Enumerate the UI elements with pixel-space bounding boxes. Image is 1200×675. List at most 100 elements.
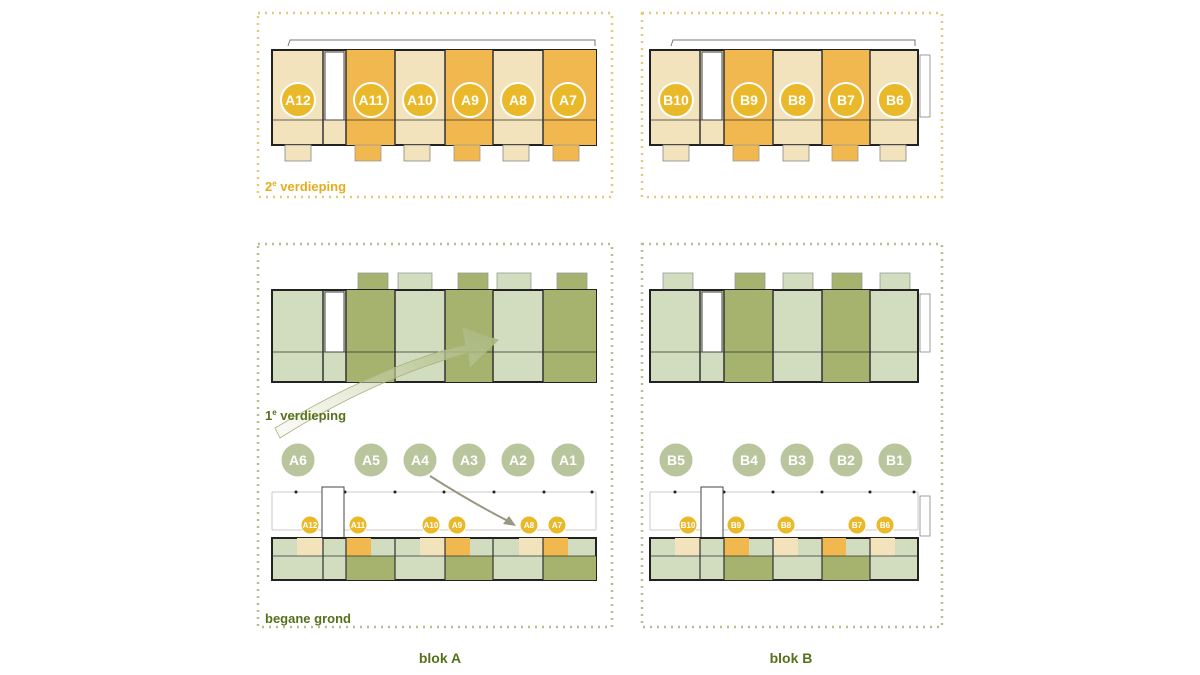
frame-lower-floors-block-b	[640, 242, 944, 629]
unit-badge-circle	[547, 515, 567, 535]
unit-badge-circle	[875, 515, 895, 535]
unit-badge-first-b-b5: B5	[658, 442, 694, 478]
unit-badge-first-a-a4: A4	[402, 442, 438, 478]
plan-1st-floor-block-a	[271, 272, 597, 383]
label-2nd-floor: 2e verdieping	[265, 179, 346, 194]
unit-badge-ground-a-a7: A7	[547, 515, 567, 535]
unit-badge-first-b-b3: B3	[779, 442, 815, 478]
unit-badge-first-a-a6: A6	[280, 442, 316, 478]
unit-badge-second-b-b7: B7	[828, 82, 864, 118]
unit-badge-circle	[779, 442, 815, 478]
unit-badge-ground-b-b7: B7	[847, 515, 867, 535]
unit-badge-circle	[500, 442, 536, 478]
unit-badge-circle	[550, 82, 586, 118]
unit-badge-label: B10	[681, 521, 696, 530]
unit-badge-label: A1	[559, 452, 577, 468]
unit-badge-circle	[779, 82, 815, 118]
unit-badge-circle	[678, 515, 698, 535]
unit-badge-label: A3	[460, 452, 478, 468]
unit-badge-label: B8	[788, 92, 806, 108]
unit-badge-label: A8	[509, 92, 527, 108]
unit-badge-circle	[519, 515, 539, 535]
unit-badge-circle	[731, 82, 767, 118]
unit-badge-circle	[877, 442, 913, 478]
unit-badge-label: B7	[852, 521, 863, 530]
unit-badge-label: A6	[289, 452, 307, 468]
unit-badge-circle	[402, 82, 438, 118]
unit-badge-circle	[776, 515, 796, 535]
unit-badge-label: A10	[407, 92, 433, 108]
unit-badge-ground-b-b8: B8	[776, 515, 796, 535]
unit-badge-label: A2	[509, 452, 527, 468]
label-block-b: blok B	[770, 650, 813, 666]
unit-badge-second-a-a8: A8	[500, 82, 536, 118]
unit-badge-label: B6	[886, 92, 904, 108]
unit-badge-label: B1	[886, 452, 904, 468]
unit-badge-first-a-a5: A5	[353, 442, 389, 478]
frame-2nd-floor-block-b	[640, 11, 944, 199]
unit-badge-second-a-a9: A9	[452, 82, 488, 118]
unit-badge-first-a-a3: A3	[451, 442, 487, 478]
unit-badge-circle	[550, 442, 586, 478]
unit-badge-first-a-a2: A2	[500, 442, 536, 478]
unit-badge-second-b-b8: B8	[779, 82, 815, 118]
unit-badge-label: A4	[411, 452, 429, 468]
label-1st-floor: 1e verdieping	[265, 408, 346, 423]
unit-badge-label: A9	[461, 92, 479, 108]
unit-badge-ground-a-a9: A9	[447, 515, 467, 535]
unit-badge-circle	[353, 442, 389, 478]
label-block-a: blok A	[419, 650, 461, 666]
unit-badge-circle	[452, 82, 488, 118]
unit-badge-circle	[348, 515, 368, 535]
unit-badge-circle	[447, 515, 467, 535]
unit-badge-second-a-a11: A11	[353, 82, 389, 118]
unit-badge-ground-a-a10: A10	[421, 515, 441, 535]
unit-badge-label: A10	[424, 521, 439, 530]
unit-badge-label: A11	[359, 92, 384, 108]
unit-badge-first-b-b1: B1	[877, 442, 913, 478]
label-ground-floor: begane grond	[265, 611, 351, 626]
unit-badge-circle	[421, 515, 441, 535]
unit-badge-circle	[300, 515, 320, 535]
unit-badge-second-b-b6: B6	[877, 82, 913, 118]
unit-badge-label: B10	[663, 92, 689, 108]
unit-badge-ground-b-b9: B9	[726, 515, 746, 535]
unit-badge-label: B9	[740, 92, 758, 108]
small-arrow-icon	[429, 475, 516, 526]
unit-badge-circle	[402, 442, 438, 478]
unit-badge-label: B9	[731, 521, 742, 530]
unit-badge-second-a-a10: A10	[402, 82, 438, 118]
unit-badge-ground-a-a12: A12	[300, 515, 320, 535]
unit-badge-label: A5	[362, 452, 380, 468]
unit-badge-second-a-a7: A7	[550, 82, 586, 118]
unit-badge-circle	[731, 442, 767, 478]
unit-badge-second-b-b10: B10	[658, 82, 694, 118]
unit-badge-second-b-b9: B9	[731, 82, 767, 118]
unit-badge-circle	[847, 515, 867, 535]
unit-badge-ground-a-a8: A8	[519, 515, 539, 535]
unit-badge-label: B5	[667, 452, 685, 468]
unit-badge-label: B3	[788, 452, 806, 468]
unit-badge-label: A7	[559, 92, 577, 108]
frame-2nd-floor-block-a	[256, 11, 614, 199]
unit-badge-circle	[280, 442, 316, 478]
unit-badge-circle	[658, 82, 694, 118]
unit-badge-label: A11	[351, 521, 366, 530]
frame-lower-floors-block-a	[256, 242, 614, 629]
unit-badge-second-a-a12: A12	[280, 82, 316, 118]
unit-badge-label: B8	[781, 521, 792, 530]
unit-badge-label: A9	[452, 521, 463, 530]
unit-badge-label: B2	[837, 452, 855, 468]
unit-badge-circle	[353, 82, 389, 118]
unit-badge-label: A12	[285, 92, 311, 108]
unit-badge-label: B4	[740, 452, 758, 468]
unit-badge-circle	[451, 442, 487, 478]
unit-badge-label: A12	[303, 521, 318, 530]
unit-badge-first-a-a1: A1	[550, 442, 586, 478]
unit-badge-circle	[828, 442, 864, 478]
unit-badge-circle	[280, 82, 316, 118]
unit-badge-circle	[658, 442, 694, 478]
big-arrow-icon	[274, 326, 499, 439]
